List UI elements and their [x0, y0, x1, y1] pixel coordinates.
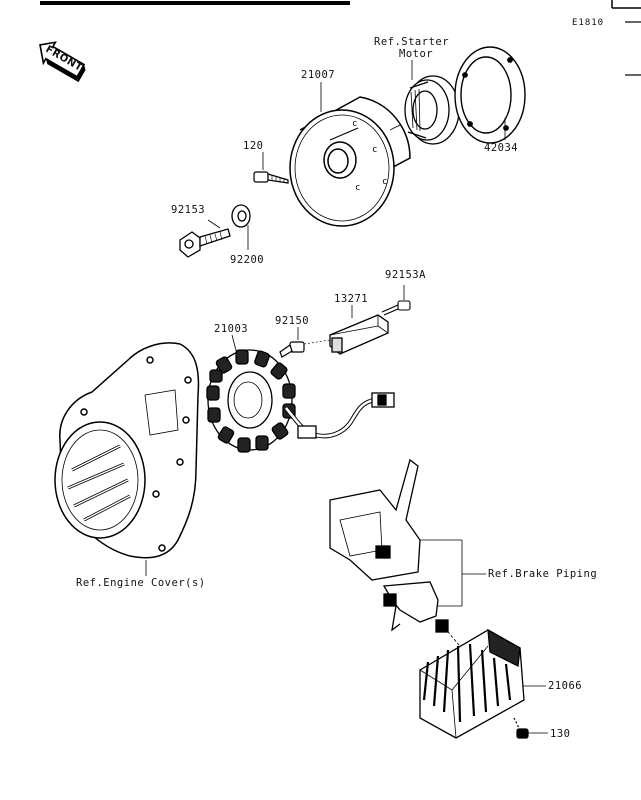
bolt-92150 — [279, 339, 331, 358]
front-arrow-icon — [39, 41, 86, 83]
generator-stator — [206, 349, 395, 453]
bolt-92153 — [179, 228, 231, 258]
generator-rotor: c c c c — [289, 96, 411, 227]
starter-clutch-gear — [404, 75, 460, 145]
label-ref-brake-piping: Ref.Brake Piping — [488, 568, 598, 580]
label-21007: 21007 — [301, 69, 336, 81]
label-42034: 42034 — [484, 142, 519, 154]
svg-text:c: c — [382, 177, 387, 187]
regulator-rectifier — [419, 628, 525, 739]
label-13271: 13271 — [334, 293, 369, 305]
bolt-120 — [253, 171, 289, 184]
svg-text:c: c — [372, 145, 377, 155]
svg-text:c: c — [355, 183, 360, 193]
label-21066: 21066 — [548, 680, 583, 692]
svg-text:c: c — [352, 119, 357, 129]
label-130: 130 — [550, 728, 571, 740]
label-ref-starter-motor-1: Ref.Starter — [374, 36, 450, 48]
page-frame — [40, 0, 641, 76]
starter-clutch-cover — [454, 46, 526, 144]
regulator-bracket — [329, 458, 449, 633]
label-92150: 92150 — [275, 315, 310, 327]
washer-92200 — [231, 204, 251, 228]
pickup-coil-13271 — [329, 314, 389, 355]
label-92153A: 92153A — [385, 269, 426, 281]
diagram-code: E1810 — [572, 18, 605, 28]
label-ref-starter-motor-2: Motor — [399, 48, 434, 60]
label-120: 120 — [243, 140, 264, 152]
engine-cover — [54, 342, 200, 559]
label-ref-engine-cover: Ref.Engine Cover(s) — [76, 577, 206, 589]
label-21003: 21003 — [214, 323, 249, 335]
screw-130 — [513, 717, 529, 739]
label-92153: 92153 — [171, 204, 206, 216]
screw-92153A — [381, 300, 411, 316]
label-92200: 92200 — [230, 254, 265, 266]
